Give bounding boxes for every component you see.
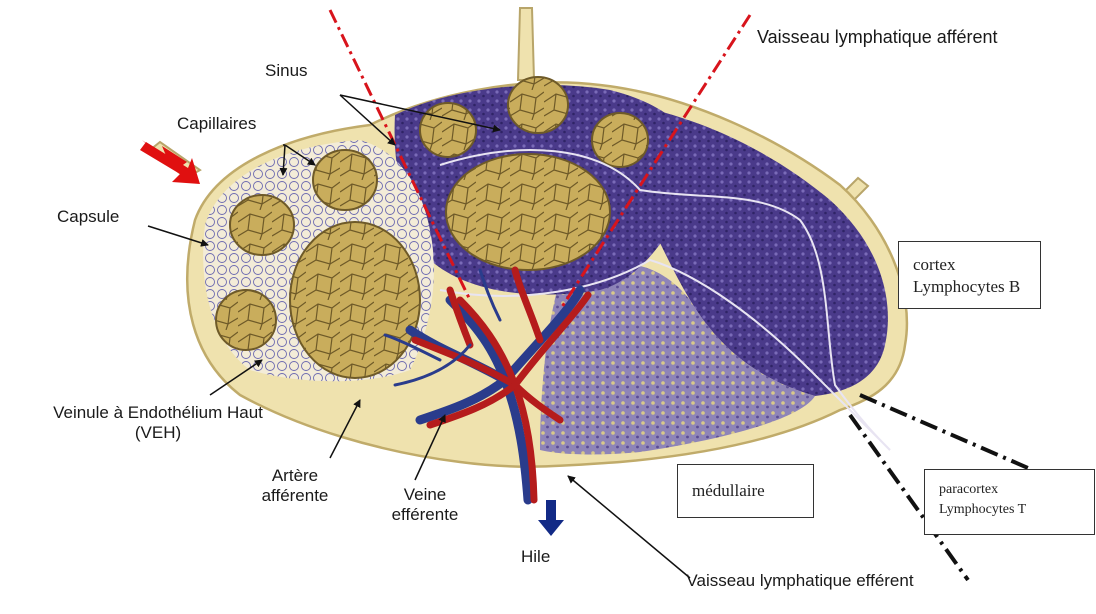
- label-veinule-line2: (VEH): [135, 423, 181, 442]
- label-artere-line1: Artère: [272, 466, 318, 485]
- label-vaisseau-efferent-line2: efférent: [856, 571, 913, 590]
- label-sinus: Sinus: [265, 61, 308, 81]
- lymphocytes-t-label: Lymphocytes T: [939, 500, 1094, 520]
- medullaire-label: médullaire: [692, 480, 813, 502]
- lymphocytes-b-label: Lymphocytes B: [913, 276, 1040, 298]
- label-artere-line2: afférente: [262, 486, 329, 505]
- label-veinule-endothelium-haut: Veinule à Endothélium Haut (VEH): [8, 403, 308, 443]
- paracortex-label: paracortex: [939, 480, 1094, 500]
- label-vaisseau-efferent-line1: Vaisseau lymphatique: [686, 571, 851, 590]
- label-veine-line2: efférente: [392, 505, 459, 524]
- paracortex-lymphocytes-t-box: paracortex Lymphocytes T: [924, 469, 1095, 535]
- label-vaisseau-lymphatique-afferent: Vaisseau lymphatique afférent: [757, 27, 998, 47]
- hile-arrow: [538, 500, 564, 536]
- medullaire-box: médullaire: [677, 464, 814, 518]
- label-vaisseau-lymphatique-efferent: Vaisseau lymphatique efférent: [680, 571, 920, 591]
- label-veine-line1: Veine: [404, 485, 447, 504]
- label-veine-efferente: Veine efférente: [370, 485, 480, 525]
- label-artere-afferente: Artère afférente: [240, 466, 350, 506]
- label-capsule: Capsule: [57, 207, 119, 227]
- cortex-label: cortex: [913, 254, 1040, 276]
- label-hile: Hile: [521, 547, 550, 567]
- cortex-lymphocytes-b-box: cortex Lymphocytes B: [898, 241, 1041, 309]
- label-capillaires: Capillaires: [177, 114, 256, 134]
- label-veinule-line1: Veinule à Endothélium Haut: [53, 403, 263, 422]
